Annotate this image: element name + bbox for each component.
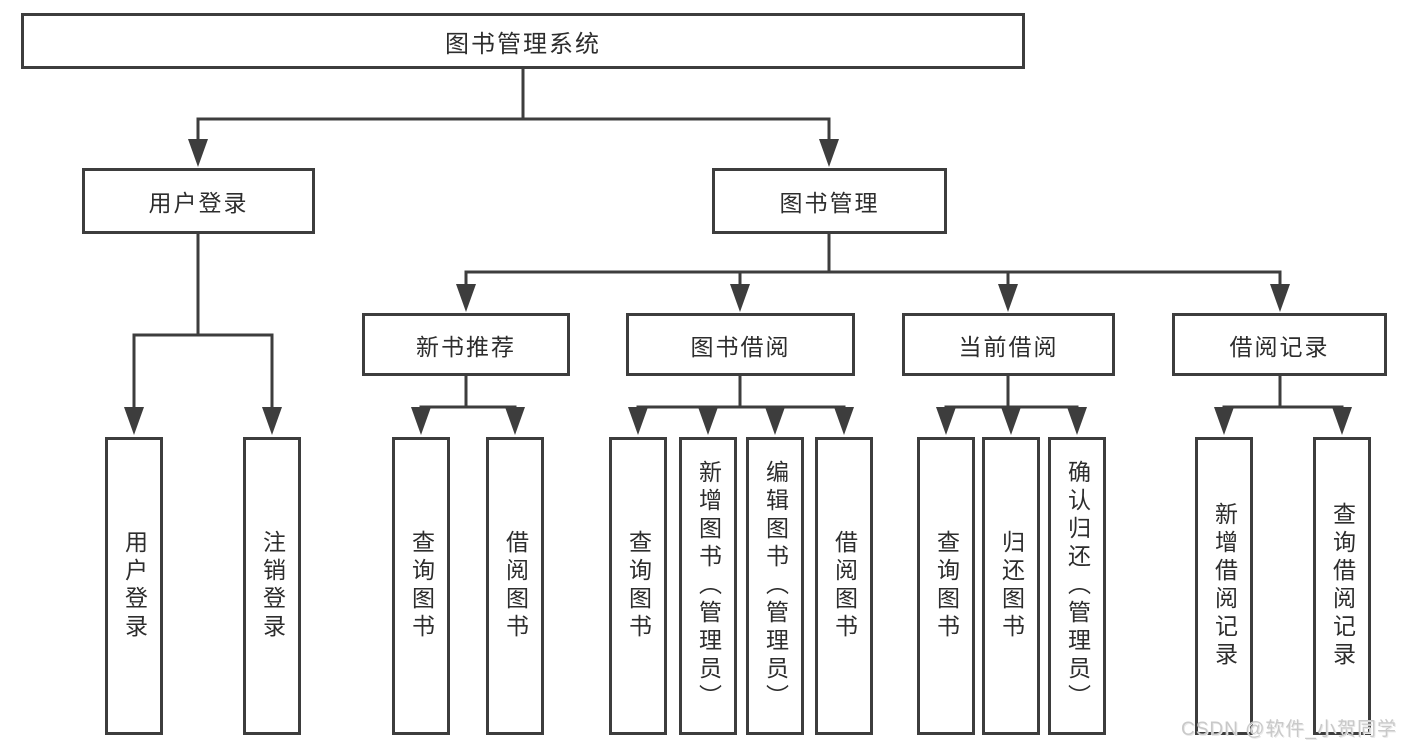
leaf-logout: 注销登录 [243,437,301,735]
leaf-label: 查询图书 [625,530,652,642]
arrowhead-icon [1067,407,1087,435]
arrowhead-icon [124,407,144,435]
leaf-label: 注销登录 [259,530,286,642]
node-system-root: 图书管理系统 [21,13,1025,69]
node-label: 当前借阅 [958,333,1059,360]
node-borrow-records: 借阅记录 [1172,313,1387,376]
arrowhead-icon [730,284,750,312]
leaf-borrow-borrow-books: 借阅图书 [815,437,873,735]
arrowhead-icon [834,407,854,435]
leaf-borrow-edit-books-admin: 编辑图书（管理员） [746,437,804,735]
node-label: 借阅记录 [1229,333,1330,360]
node-label: 用户登录 [148,190,249,216]
node-label: 新书推荐 [416,333,516,360]
arrowhead-icon [411,407,431,435]
arrowhead-icon [819,139,839,167]
leaf-current-confirm-return-admin: 确认归还（管理员） [1048,437,1106,735]
leaf-label: 查询图书 [933,530,960,642]
arrowhead-icon [456,284,476,312]
leaf-label: 新增图书（管理员） [695,460,722,712]
leaf-current-return-books: 归还图书 [982,437,1040,735]
arrowhead-icon [1270,284,1290,312]
arrowhead-icon [765,407,785,435]
node-label: 图书管理系统 [445,30,601,58]
arrowhead-icon [262,407,282,435]
leaf-recommend-borrow-books: 借阅图书 [486,437,544,735]
node-book-management: 图书管理 [712,168,947,234]
arrowhead-icon [1332,407,1352,435]
leaf-label: 查询借阅记录 [1329,502,1356,670]
node-current-borrowing: 当前借阅 [902,313,1115,376]
leaf-label: 用户登录 [121,530,148,642]
arrowhead-icon [1214,407,1234,435]
leaf-current-query-books: 查询图书 [917,437,975,735]
leaf-label: 确认归还（管理员） [1064,460,1091,712]
leaf-recommend-query-books: 查询图书 [392,437,450,735]
leaf-label: 归还图书 [998,530,1025,642]
arrowhead-icon [936,407,956,435]
arrowhead-icon [698,407,718,435]
leaf-user-login: 用户登录 [105,437,163,735]
leaf-borrow-query-books: 查询图书 [609,437,667,735]
node-user-login: 用户登录 [82,168,315,234]
arrowhead-icon [188,139,208,167]
leaf-records-add-record: 新增借阅记录 [1195,437,1253,735]
node-new-book-recommendation: 新书推荐 [362,313,570,376]
arrowhead-icon [1001,407,1021,435]
leaf-borrow-add-books-admin: 新增图书（管理员） [679,437,737,735]
node-label: 图书管理 [779,190,880,216]
leaf-label: 借阅图书 [831,530,858,642]
node-label: 图书借阅 [690,333,791,360]
arrowhead-icon [628,407,648,435]
leaf-records-query-record: 查询借阅记录 [1313,437,1371,735]
csdn-watermark: CSDN @软件_小贺同学 [1181,719,1397,740]
leaf-label: 编辑图书（管理员） [762,460,789,712]
node-book-borrowing: 图书借阅 [626,313,855,376]
arrowhead-icon [998,284,1018,312]
leaf-label: 借阅图书 [502,530,529,642]
leaf-label: 查询图书 [408,530,435,642]
leaf-label: 新增借阅记录 [1211,502,1238,670]
arrowhead-icon [505,407,525,435]
